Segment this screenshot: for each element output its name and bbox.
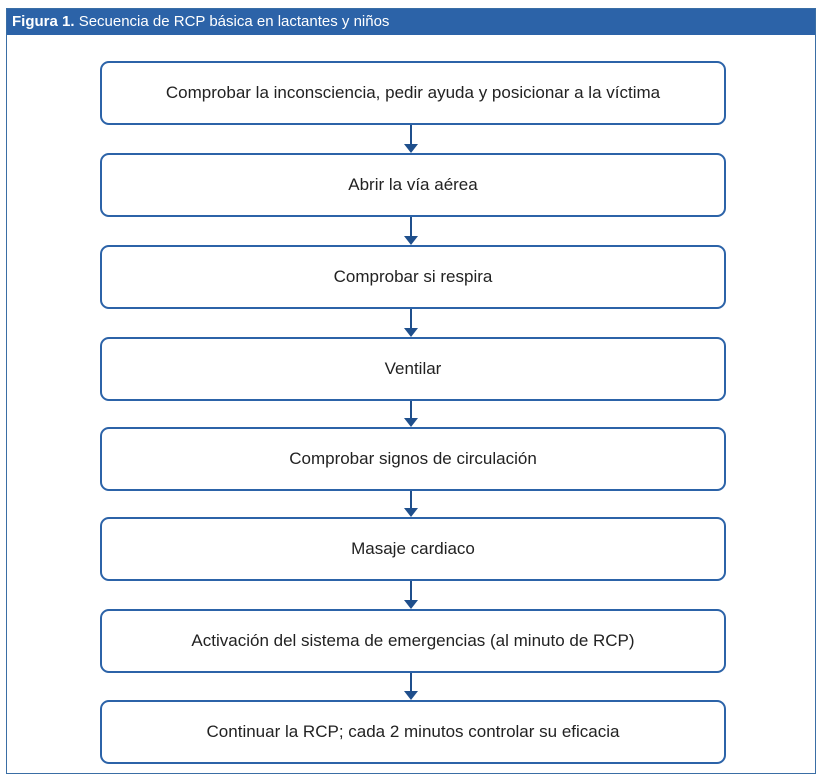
arrow-7 [404,673,418,700]
step-box-7: Activación del sistema de emergencias (a… [100,609,726,673]
arrow-7-shaft [409,673,412,692]
arrow-1 [404,125,418,153]
step-label-7: Activación del sistema de emergencias (a… [191,631,635,650]
step-box-1: Comprobar la inconsciencia, pedir ayuda … [100,61,726,125]
arrow-7-head-icon [404,691,418,700]
figure-label: Figura 1. [12,13,75,30]
arrow-2-shaft [409,217,412,237]
step-label-5: Comprobar signos de circulación [289,449,537,468]
step-box-3: Comprobar si respira [100,245,726,309]
arrow-4 [404,401,418,427]
arrow-4-shaft [409,401,412,419]
arrow-3 [404,309,418,337]
step-box-6: Masaje cardiaco [100,517,726,581]
arrow-5-head-icon [404,508,418,517]
arrow-5-shaft [409,491,412,509]
arrow-6-head-icon [404,600,418,609]
arrow-3-head-icon [404,328,418,337]
step-box-4: Ventilar [100,337,726,401]
figure-title-bar: Figura 1. Secuencia de RCP básica en lac… [7,9,815,35]
step-label-6: Masaje cardiaco [351,539,475,558]
arrow-1-head-icon [404,144,418,153]
arrow-4-head-icon [404,418,418,427]
arrow-5 [404,491,418,517]
arrow-6-shaft [409,581,412,601]
step-label-3: Comprobar si respira [333,267,493,286]
figure-title: Secuencia de RCP básica en lactantes y n… [78,13,390,30]
step-box-5: Comprobar signos de circulación [100,427,726,491]
arrow-3-shaft [409,309,412,329]
step-label-4: Ventilar [384,359,442,378]
arrow-6 [404,581,418,609]
step-label-2: Abrir la vía aérea [348,175,478,194]
arrow-2 [404,217,418,245]
arrow-1-shaft [409,125,412,145]
step-box-2: Abrir la vía aérea [100,153,726,217]
step-box-8: Continuar la RCP; cada 2 minutos control… [100,700,726,764]
step-label-1: Comprobar la inconsciencia, pedir ayuda … [165,83,661,102]
step-label-8: Continuar la RCP; cada 2 minutos control… [206,722,620,741]
arrow-2-head-icon [404,236,418,245]
